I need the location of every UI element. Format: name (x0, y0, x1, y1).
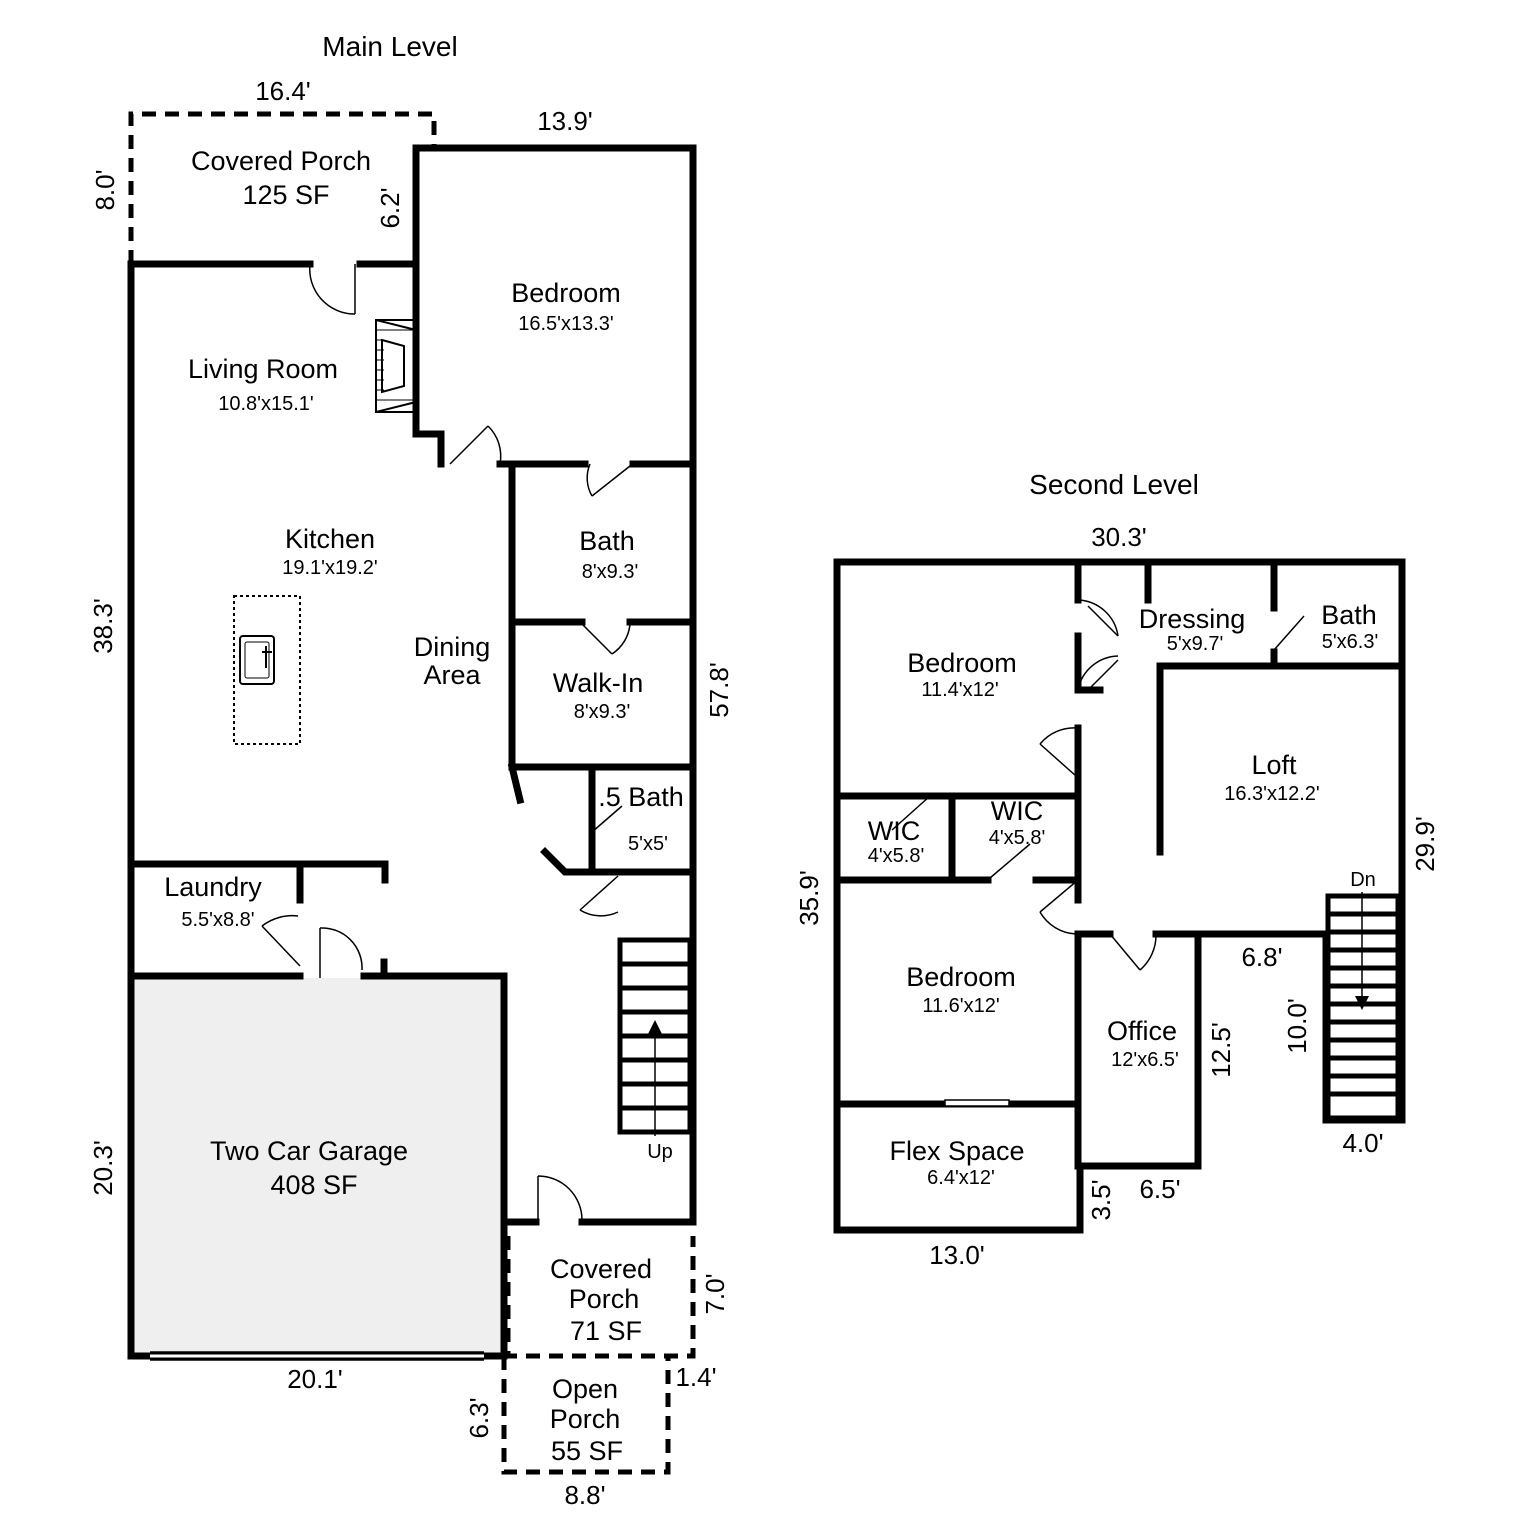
stairs-up-label: Up (647, 1141, 673, 1163)
walk-in-size: 8'x9.3' (574, 701, 631, 723)
laundry-size: 5.5'x8.8' (181, 909, 254, 931)
wic-1-name: WIC (868, 816, 920, 846)
covered-porch-top-outline (128, 111, 437, 264)
dressing-size: 5'x9.7' (1167, 633, 1224, 655)
main-level-doors (150, 263, 631, 1361)
dim-left-height: 35.9' (794, 870, 824, 926)
sink-icon (239, 635, 275, 685)
dim-open-porch-width: 8.8' (564, 1480, 605, 1510)
open-porch-outline (501, 1356, 671, 1475)
open-porch-size: 55 SF (551, 1436, 623, 1466)
bedroom-2-size: 11.6'x12' (922, 995, 999, 1017)
bath-main-name: Bath (579, 526, 635, 556)
dim-right-height: 29.9' (1410, 816, 1440, 872)
garage-size: 408 SF (270, 1170, 357, 1200)
dim-top-width: 30.3' (1091, 522, 1147, 552)
stairs-down-label: Dn (1350, 869, 1376, 891)
bedroom-2-name: Bedroom (906, 962, 1016, 992)
bath-second-name: Bath (1321, 600, 1377, 630)
dim-porch-width: 16.4' (255, 76, 311, 106)
covered-porch-top-name: Covered Porch (191, 146, 371, 176)
dim-office-width: 6.5' (1139, 1174, 1180, 1204)
loft-name: Loft (1251, 750, 1297, 780)
bath-second-size: 5'x6.3' (1322, 631, 1379, 653)
wic-2-name: WIC (991, 796, 1043, 826)
bedroom-main-name: Bedroom (511, 278, 621, 308)
wic-2-size: 4'x5.8' (989, 827, 1046, 849)
wic-1-size: 4'x5.8' (868, 845, 925, 867)
dim-bottom-width: 13.0' (929, 1240, 985, 1270)
dim-office-height: 12.5' (1206, 1022, 1236, 1078)
fireplace-icon (375, 319, 417, 413)
dim-left-lower: 20.3' (88, 1140, 118, 1196)
main-level-walls (127, 144, 697, 1360)
dim-open-porch-offset: 1.4' (675, 1362, 716, 1392)
dim-open-porch-left: 6.3' (464, 1397, 494, 1438)
dim-stair-length: 10.0' (1282, 998, 1312, 1054)
covered-porch-top-size: 125 SF (242, 180, 329, 210)
laundry-name: Laundry (164, 872, 262, 902)
covered-porch-bottom-line2: Porch (569, 1284, 640, 1314)
office-name: Office (1107, 1016, 1177, 1046)
kitchen-island (233, 595, 301, 745)
flex-space-name: Flex Space (889, 1136, 1024, 1166)
dim-front-porch-depth: 7.0' (700, 1273, 730, 1314)
dim-bedroom-width: 13.9' (537, 106, 593, 136)
second-level-doors (891, 599, 1305, 1107)
dim-step-width: 6.8' (1241, 942, 1282, 972)
dim-notch-height: 3.5' (1086, 1179, 1116, 1220)
bedroom-main-size: 16.5'x13.3' (518, 313, 614, 335)
covered-porch-bottom-outline (505, 1236, 696, 1359)
dim-stair-width: 4.0' (1342, 1128, 1383, 1158)
garage-floor (131, 978, 504, 1356)
half-bath-size: 5'x5' (628, 833, 668, 855)
dim-left-upper: 38.3' (88, 598, 118, 654)
walk-in-name: Walk-In (553, 668, 644, 698)
dim-garage-width: 20.1' (287, 1364, 343, 1394)
bedroom-1-name: Bedroom (907, 648, 1017, 678)
bedroom-1-size: 11.4'x12' (921, 679, 998, 701)
living-room-size: 10.8'x15.1' (218, 393, 314, 415)
loft-size: 16.3'x12.2' (1224, 783, 1320, 805)
dim-right-total: 57.8' (704, 662, 734, 718)
second-level-title: Second Level (1029, 469, 1199, 500)
kitchen-size: 19.1'x19.2' (282, 557, 378, 579)
kitchen-name: Kitchen (285, 524, 375, 554)
covered-porch-bottom-size: 71 SF (570, 1316, 642, 1346)
garage-name: Two Car Garage (210, 1136, 408, 1166)
main-level-title: Main Level (322, 31, 457, 62)
open-porch-line2: Porch (550, 1404, 621, 1434)
dressing-name: Dressing (1139, 604, 1246, 634)
dining-area-line1: Dining (414, 632, 491, 662)
open-porch-line1: Open (552, 1374, 618, 1404)
second-stairs (1325, 892, 1401, 1121)
living-room-name: Living Room (188, 354, 338, 384)
flex-space-size: 6.4'x12' (927, 1167, 995, 1189)
covered-porch-bottom-line1: Covered (550, 1254, 652, 1284)
dining-area-line2: Area (423, 660, 481, 690)
half-bath-name: .5 Bath (598, 782, 684, 812)
dim-porch-offset: 6.2' (375, 187, 405, 228)
office-size: 12'x6.5' (1111, 1049, 1179, 1071)
bath-main-size: 8'x9.3' (582, 561, 639, 583)
main-stairs (617, 937, 693, 1136)
dim-porch-depth: 8.0' (90, 169, 120, 210)
